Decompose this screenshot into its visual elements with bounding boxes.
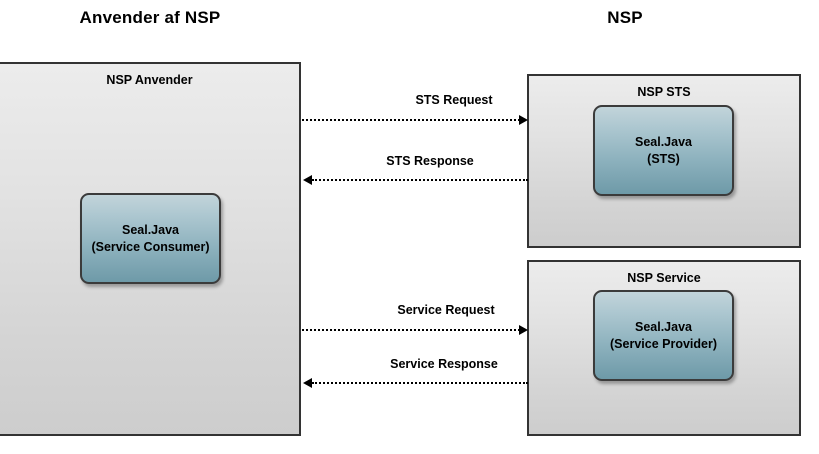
node-label-line2: (Service Provider) [610, 336, 717, 351]
arrow-right-icon-sts-request [519, 115, 528, 125]
column-title-nsp: NSP [607, 8, 643, 27]
container-label-nsp-sts: NSP STS [637, 85, 691, 99]
node-seal-java-service-consumer[interactable]: Seal.Java (Service Consumer) [80, 193, 221, 284]
flow-label-service-response: Service Response [390, 357, 498, 371]
flow-label-sts-request: STS Request [415, 93, 493, 107]
arrow-left-icon-sts-response [303, 175, 312, 185]
container-label-nsp-anvender: NSP Anvender [106, 73, 193, 87]
node-label-line1: Seal.Java [635, 134, 692, 149]
container-label-nsp-service: NSP Service [627, 271, 701, 285]
node-label-line2: (STS) [647, 151, 680, 166]
arrow-right-icon-service-request [519, 325, 528, 335]
node-label-seal-consumer: Seal.Java (Service Consumer) [91, 222, 209, 256]
node-label-line2: (Service Consumer) [91, 239, 210, 254]
flow-label-sts-response: STS Response [386, 154, 474, 168]
node-label-line1: Seal.Java [121, 222, 179, 237]
node-seal-java-sts[interactable]: Seal.Java (STS) [593, 105, 734, 196]
flow-label-service-request: Service Request [397, 303, 495, 317]
arrow-left-icon-service-response [303, 378, 312, 388]
column-title-anvender-af-nsp: Anvender af NSP [79, 8, 221, 27]
node-label-line1: Seal.Java [635, 319, 692, 334]
node-label-seal-sts: Seal.Java (STS) [635, 134, 692, 168]
flow-line-service-response [312, 382, 528, 384]
flow-line-sts-response [312, 179, 528, 181]
flow-line-service-request [302, 329, 520, 331]
flow-line-sts-request [302, 119, 520, 121]
node-seal-java-service-provider[interactable]: Seal.Java (Service Provider) [593, 290, 734, 381]
node-label-seal-provider: Seal.Java (Service Provider) [610, 319, 717, 353]
